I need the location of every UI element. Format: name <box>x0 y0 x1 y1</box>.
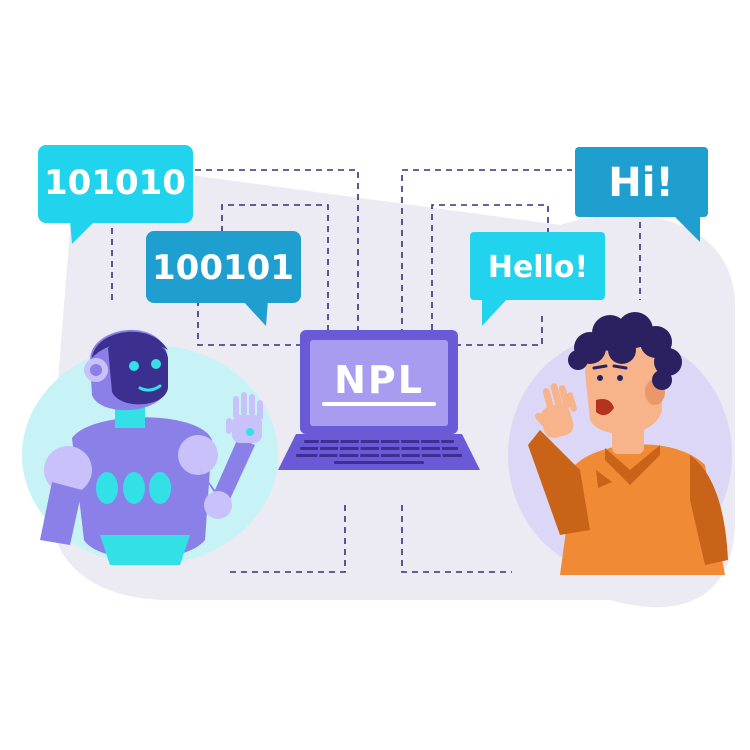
hello-bubble-text: Hello! <box>488 250 588 285</box>
robot-left-shoulder <box>44 446 92 494</box>
laptop-key-gaps <box>317 437 443 461</box>
laptop: NPL <box>278 330 480 470</box>
robot-mouth <box>138 384 162 392</box>
person <box>528 312 728 575</box>
robot <box>40 329 263 565</box>
robot-left-eye <box>129 361 139 371</box>
hi-bubble: Hi! <box>575 147 708 242</box>
robot-palm-light <box>246 428 254 436</box>
robot-ear-inner <box>90 364 102 376</box>
robot-right-shoulder <box>178 435 218 475</box>
person-arm <box>528 430 590 535</box>
binary-bubble-bottom-text: 100101 <box>152 248 294 288</box>
robot-head-top <box>92 331 168 358</box>
binary-bubble-bottom: 100101 <box>146 231 301 326</box>
person-hair <box>568 312 682 390</box>
person-brow <box>592 364 628 370</box>
laptop-screen-underline <box>322 402 436 406</box>
robot-chest-light-3 <box>149 472 171 504</box>
robot-face-plate <box>108 339 168 405</box>
hi-bubble-text: Hi! <box>608 160 673 206</box>
binary-bubble-top-text: 101010 <box>44 163 186 203</box>
person-eye-left <box>597 375 603 381</box>
robot-chest-light-2 <box>123 472 145 504</box>
hello-bubble: Hello! <box>470 232 605 326</box>
person-placket <box>596 470 612 488</box>
robot-waist <box>100 535 190 565</box>
person-hand <box>534 383 577 439</box>
person-eye-right <box>617 375 623 381</box>
robot-right-eye <box>151 359 161 369</box>
person-collar <box>605 445 660 485</box>
person-right-sleeve <box>690 455 728 565</box>
robot-left-arm <box>40 482 82 545</box>
binary-bubble-top: 101010 <box>38 145 193 244</box>
robot-chest-light-1 <box>96 472 118 504</box>
robot-elbow <box>204 491 232 519</box>
person-mouth <box>596 399 614 416</box>
laptop-screen-text: NPL <box>334 358 424 402</box>
robot-hand <box>226 392 263 443</box>
